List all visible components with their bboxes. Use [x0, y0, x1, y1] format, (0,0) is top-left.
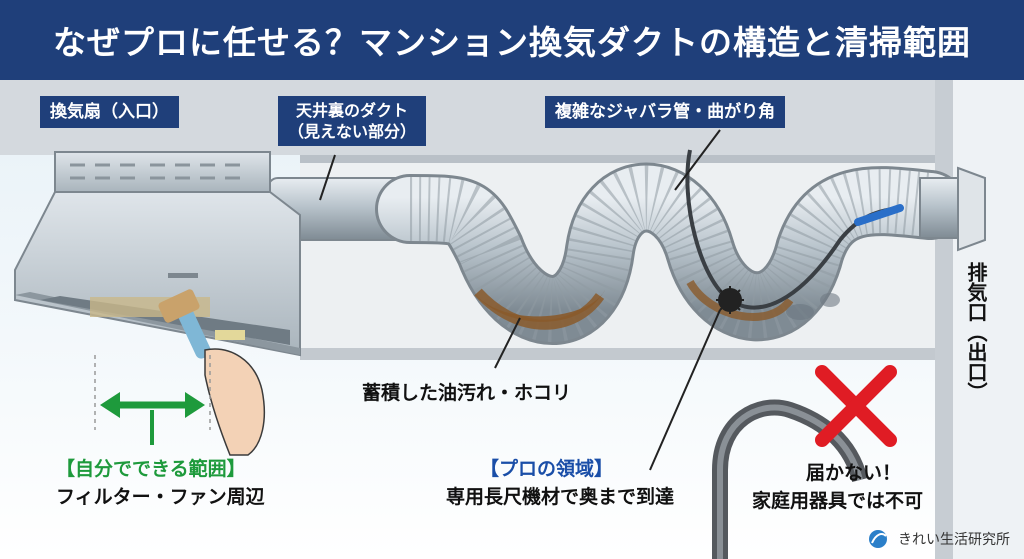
cleaning-cable	[685, 149, 904, 314]
leader-lines	[319, 129, 721, 471]
pro-area-detail: 専用長尺機材で奥まで到達	[446, 486, 675, 508]
unreachable-line1: 届かない！	[806, 462, 902, 484]
fan-label: 換気扇（入口）	[40, 96, 179, 128]
self-area-heading: 【自分でできる範囲】	[56, 458, 246, 480]
brand: きれい生活研究所	[898, 529, 1010, 549]
not-possible-cross	[815, 365, 897, 447]
range-hood	[14, 151, 301, 357]
title-bar: なぜプロに任せる？マンション換気ダクトの構造と清掃範囲	[0, 0, 1024, 80]
vacuum-hose	[712, 399, 868, 559]
unreachable-line2: 家庭用器具では不可	[752, 490, 924, 512]
duct	[267, 162, 986, 345]
hand-with-brush	[158, 289, 266, 456]
brand-logo-icon	[869, 530, 887, 548]
brand-name: きれい生活研究所	[898, 532, 1010, 548]
grime-buildup	[472, 279, 840, 330]
page-title: なぜプロに任せる？マンション換気ダクトの構造と清掃範囲	[53, 23, 971, 62]
self-range-indicator	[94, 355, 211, 445]
ceiling-duct-label-line1: 天井裏のダクト	[296, 101, 409, 120]
exhaust-label: 排気口（出口）	[964, 262, 988, 402]
self-area-detail: フィルター・ファン周辺	[56, 486, 265, 508]
buildup-label: 蓄積した油汚れ・ホコリ	[362, 382, 572, 404]
pro-area-heading: 【プロの領域】	[480, 458, 614, 480]
bellows-label: 複雑なジャバラ管・曲がり角	[545, 96, 786, 128]
ceiling-duct-label-line2: （見えない部分）	[288, 122, 417, 141]
ceiling-duct-label: 天井裏のダクト （見えない部分）	[278, 96, 427, 146]
